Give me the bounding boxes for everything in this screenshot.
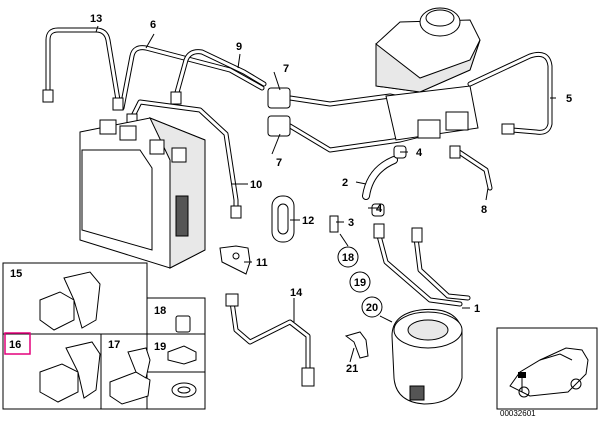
callout-6: 6 xyxy=(150,19,156,31)
callout-19-circled: 19 xyxy=(354,277,366,289)
callout-1: 1 xyxy=(474,303,480,315)
callout-7-lower: 7 xyxy=(276,157,282,169)
abs-control-unit xyxy=(79,117,206,269)
callout-3: 3 xyxy=(348,217,354,229)
brake-pipes xyxy=(45,27,553,375)
callout-10: 10 xyxy=(250,179,262,191)
inset-panels xyxy=(2,262,206,410)
callout-19-inset: 19 xyxy=(154,341,166,353)
callout-8: 8 xyxy=(481,204,487,216)
callout-14: 14 xyxy=(290,287,303,299)
brake-reservoir xyxy=(375,7,481,141)
callout-11: 11 xyxy=(256,257,268,269)
circled-callouts: 18 19 20 xyxy=(337,246,383,318)
callout-4-lower: 4 xyxy=(376,203,383,215)
callout-4-upper: 4 xyxy=(416,147,423,159)
fittings-small-parts xyxy=(219,87,407,359)
reference-code: 00032601 xyxy=(500,409,536,418)
callout-9: 9 xyxy=(236,41,242,53)
pipe-fittings xyxy=(42,89,515,387)
leader-lines xyxy=(95,25,556,363)
callout-5: 5 xyxy=(566,93,572,105)
selected-part-highlight xyxy=(4,332,31,355)
callout-7-upper: 7 xyxy=(283,63,289,75)
vehicle-location-inset xyxy=(496,327,598,410)
callout-21: 21 xyxy=(346,363,358,375)
callout-labels: 13 6 9 7 7 10 12 11 14 5 8 4 4 2 3 1 21 … xyxy=(9,13,572,375)
hydraulic-pump xyxy=(391,308,463,405)
callout-18-circled: 18 xyxy=(342,252,354,264)
callout-12: 12 xyxy=(302,215,314,227)
callout-20-circled: 20 xyxy=(366,302,378,314)
callout-2: 2 xyxy=(342,177,348,189)
callout-13: 13 xyxy=(90,13,102,25)
callout-15: 15 xyxy=(10,268,22,280)
callout-17: 17 xyxy=(108,339,120,351)
callout-16: 16 xyxy=(9,339,21,351)
callout-18-inset: 18 xyxy=(154,305,166,317)
